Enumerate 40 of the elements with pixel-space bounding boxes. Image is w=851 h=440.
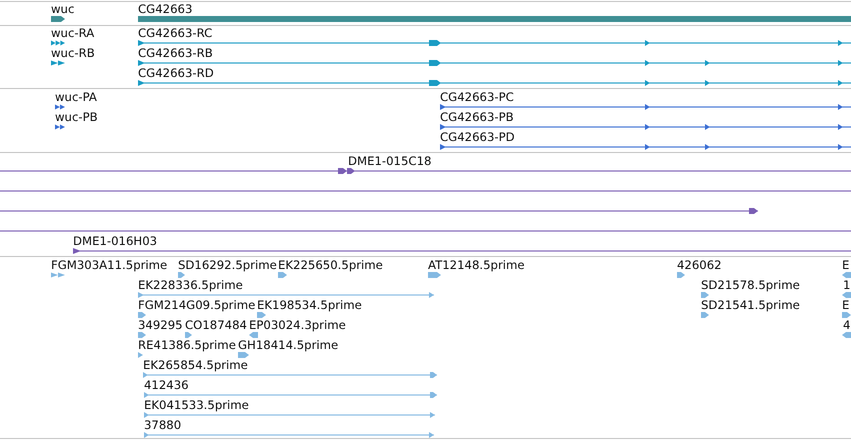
feature-label: 4 — [843, 318, 850, 330]
feature-label: CG42663-RB — [138, 46, 213, 58]
feature-label: EK198534.5prime — [257, 298, 362, 310]
feature-label: CG42663 — [138, 2, 192, 14]
alignment-line — [0, 228, 851, 234]
feature-label: DME1-016H03 — [73, 234, 158, 246]
feature-label: wuc-PB — [55, 110, 98, 122]
feature-label: EP03024.3prime — [249, 318, 346, 330]
feature-label: AT12148.5prime — [428, 258, 525, 270]
feature-label: E — [842, 298, 850, 310]
alignment-line — [0, 188, 851, 194]
feature-label: E — [842, 258, 850, 270]
feature-label: CG42663-PC — [440, 90, 514, 102]
feature-label: wuc-RA — [51, 26, 94, 38]
feature-label: 1 — [843, 278, 850, 290]
feature-label: EK228336.5prime — [138, 278, 243, 290]
feature-label: EK225650.5prime — [278, 258, 383, 270]
feature-label: DME1-015C18 — [348, 154, 432, 166]
feature-label: 412436 — [144, 378, 189, 390]
feature-label: EK265854.5prime — [143, 358, 248, 370]
feature-label: wuc-PA — [55, 90, 97, 102]
feature-label: FGM303A11.5prime — [51, 258, 168, 270]
feature-label: CG42663-RD — [138, 66, 214, 78]
feature-label: SD21578.5prime — [701, 278, 800, 290]
feature-label: CG42663-PB — [440, 110, 514, 122]
feature-label: CG42663-RC — [138, 26, 212, 38]
feature-label: CG42663-PD — [440, 130, 515, 142]
feature-label: wuc — [51, 2, 74, 14]
feature-label: 349295 — [138, 318, 183, 330]
feature-label: GH18414.5prime — [238, 338, 338, 350]
alignment-line — [0, 208, 758, 214]
feature-label: SD21541.5prime — [701, 298, 800, 310]
feature-label: CO187484 — [185, 318, 247, 330]
feature-label: wuc-RB — [51, 46, 95, 58]
feature-label: EK041533.5prime — [144, 398, 249, 410]
feature-label: SD16292.5prime — [178, 258, 277, 270]
feature-label: RE41386.5prime — [138, 338, 236, 350]
feature-label: 426062 — [677, 258, 722, 270]
feature-label: 37880 — [144, 418, 182, 430]
feature-label: FGM214G09.5prime — [138, 298, 256, 310]
